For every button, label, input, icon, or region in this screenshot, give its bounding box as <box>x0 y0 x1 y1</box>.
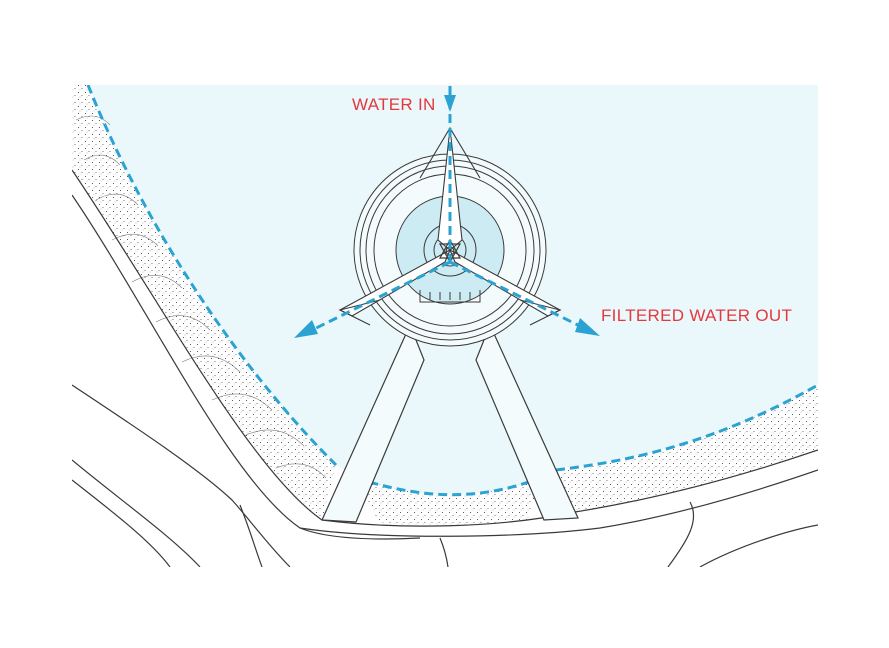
platform-segments <box>419 290 481 303</box>
arrow-diagonal-icon <box>575 318 600 336</box>
water-edge-dashes <box>86 85 818 497</box>
support-legs <box>321 323 579 523</box>
gravel-bank-right <box>556 385 818 512</box>
water-in-label: WATER IN <box>352 95 436 114</box>
flow-arrows <box>301 86 593 337</box>
arrow-diagonal-icon <box>449 260 593 334</box>
arrow-diagonal-icon <box>294 320 318 338</box>
arrow-down-icon <box>444 95 456 112</box>
filtered-water-out-label: FILTERED WATER OUT <box>601 306 793 325</box>
arrowheads <box>294 95 600 338</box>
